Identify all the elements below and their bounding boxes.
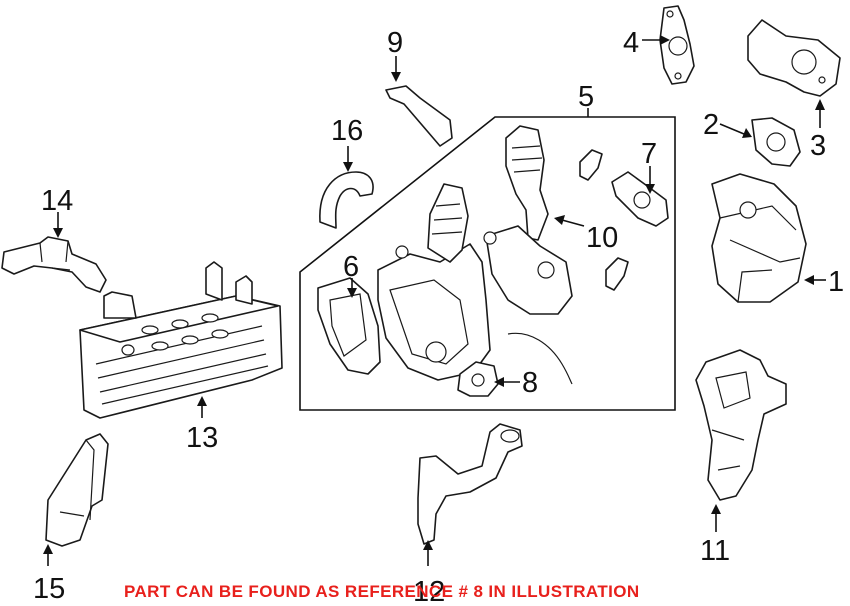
part-2-gasket [751,117,801,167]
callout-14: 14 [41,185,73,217]
leader-lines [43,35,826,566]
callout-4: 4 [623,27,639,59]
part-9-bracket [385,85,453,147]
assembly-5-seal [507,332,573,385]
callout-15: 15 [33,573,65,605]
assembly-5-bolt-upper [579,149,603,181]
part-14-bracket [1,236,107,293]
part-13-egr-cooler [79,261,283,419]
part-1-egr-valve [711,173,807,303]
callout-8: 8 [522,367,538,399]
callout-7: 7 [641,138,657,170]
callout-1: 1 [828,266,844,298]
assembly-5-egr-housing [377,183,491,381]
callout-12: 12 [413,576,445,606]
callout-6: 6 [343,251,359,283]
part-11-heat-shield [695,349,787,501]
part-12-pipe [417,423,523,545]
callout-16: 16 [331,115,363,147]
callout-9: 9 [387,27,403,59]
part-6-gasket [317,277,381,375]
part-7-gasket [611,171,669,227]
part-3-bracket [747,19,841,97]
callout-11: 11 [700,535,730,567]
callout-5: 5 [578,81,594,113]
part-16-hose [319,171,374,229]
part-reference-notice: PART CAN BE FOUND AS REFERENCE # 8 IN IL… [124,582,640,601]
callout-2: 2 [703,109,719,141]
part-8-gasket [457,361,499,397]
part-4-gasket [659,5,695,85]
callout-10: 10 [586,222,618,254]
callout-13: 13 [186,422,218,454]
callout-3: 3 [810,130,826,162]
part-10-actuator [505,125,549,241]
part-15-bracket [45,433,109,547]
assembly-5-frame [299,116,676,411]
assembly-5-throttle-body [483,225,573,315]
assembly-5-bolt-lower [605,257,629,291]
